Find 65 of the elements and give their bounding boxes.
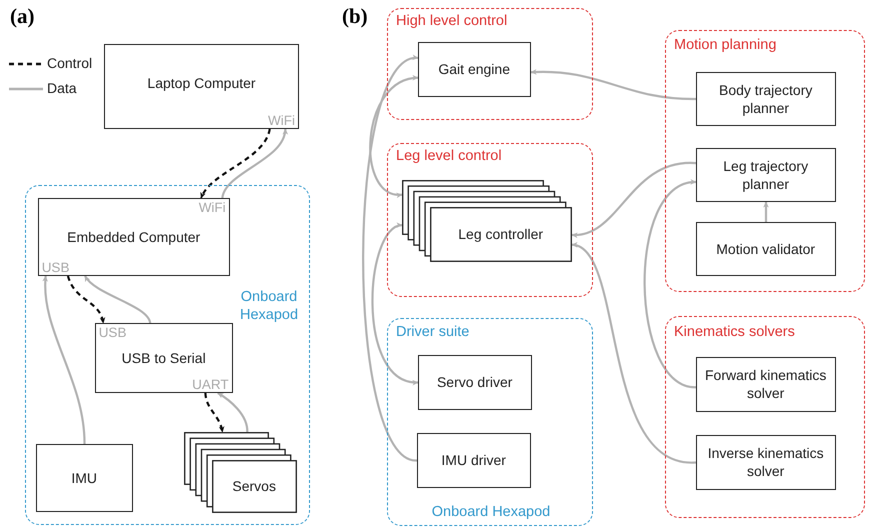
box-label: Leg trajectory planner	[722, 156, 810, 193]
process-box	[696, 356, 836, 412]
legend-label: Data	[47, 79, 77, 97]
process-box	[696, 148, 836, 202]
group-panel	[665, 30, 865, 292]
group-panel	[25, 185, 310, 525]
arrow	[371, 224, 419, 384]
box-label: Gait engine	[437, 60, 511, 78]
box-label: Leg controller	[457, 225, 544, 244]
group-title: Leg level control	[396, 147, 502, 165]
stacked-boxes	[184, 432, 297, 513]
panel-label: (b)	[342, 4, 368, 29]
process-box	[36, 444, 133, 512]
arrow	[42, 275, 86, 444]
arrow	[221, 128, 288, 198]
box-label: IMU driver	[440, 451, 507, 470]
arrow	[217, 392, 248, 432]
arrow	[644, 180, 697, 388]
box-label: Inverse kinematics solver	[706, 444, 825, 480]
box-label: USB to Serial	[120, 348, 207, 367]
process-box	[416, 432, 531, 488]
port-label: USB	[98, 324, 126, 340]
process-box	[104, 44, 299, 129]
group-panel	[665, 316, 865, 518]
group-panel	[387, 143, 593, 297]
process-box	[696, 434, 836, 490]
box-label: Laptop Computer	[146, 74, 257, 92]
process-box	[38, 198, 230, 276]
legend-label: Control	[47, 54, 92, 72]
box-label: IMU	[70, 468, 98, 487]
group-title: Driver suite	[396, 323, 470, 341]
arrow	[66, 276, 105, 324]
group-title: High level control	[396, 12, 508, 30]
port-label: UART	[192, 376, 229, 392]
group-panel	[387, 8, 593, 120]
port-label: WiFi	[268, 113, 295, 128]
process-box	[418, 354, 532, 410]
arrow	[571, 162, 696, 238]
arrow	[571, 244, 696, 464]
process-box	[696, 222, 836, 276]
box-label: Motion validator	[715, 240, 816, 258]
process-box	[94, 322, 233, 393]
arrow	[362, 56, 419, 462]
group-title: Motion planning	[674, 36, 776, 54]
stacked-boxes	[402, 180, 572, 262]
group-panel	[387, 318, 593, 526]
box-label: Servo driver	[436, 373, 514, 392]
box-label: Embedded Computer	[66, 228, 202, 246]
process-box	[696, 72, 836, 126]
box-label: Servos	[231, 477, 277, 496]
box-label: Forward kinematics solver	[704, 366, 828, 402]
port-label: USB	[42, 260, 70, 275]
box-label: Body trajectory planner	[718, 80, 814, 117]
group-title: Onboard Hexapod	[430, 503, 552, 521]
group-title: Kinematics solvers	[674, 323, 795, 341]
arrow	[763, 201, 769, 222]
arrow	[530, 69, 696, 100]
arrow	[84, 275, 152, 324]
port-label: WiFi	[198, 200, 226, 215]
panel-label: (a)	[10, 4, 34, 29]
process-box	[418, 42, 531, 97]
arrow	[369, 76, 419, 197]
group-title: Onboard Hexapod	[238, 288, 300, 324]
arrow	[200, 128, 271, 199]
arrow	[204, 392, 224, 433]
